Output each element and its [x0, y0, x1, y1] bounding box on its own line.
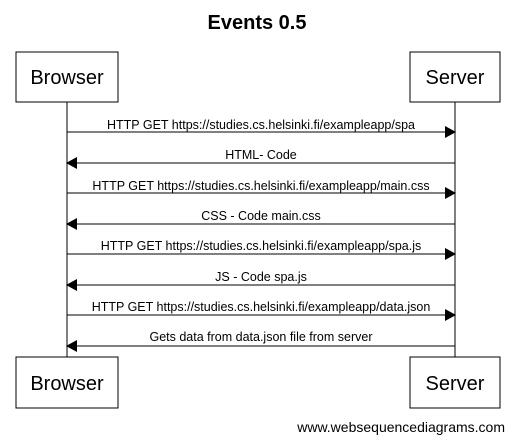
message-label: HTTP GET https://studies.cs.helsinki.fi/…	[92, 300, 431, 314]
message-label: Gets data from data.json file from serve…	[149, 330, 372, 344]
footer-watermark: www.websequencediagrams.com	[296, 419, 505, 435]
message-2: HTML- Code	[66, 148, 455, 169]
message-8: Gets data from data.json file from serve…	[66, 330, 455, 352]
message-1: HTTP GET https://studies.cs.helsinki.fi/…	[67, 118, 456, 138]
message-label: HTTP GET https://studies.cs.helsinki.fi/…	[107, 118, 415, 132]
message-label: HTML- Code	[225, 148, 297, 162]
participant-server-bottom: Server	[409, 356, 501, 409]
message-label: JS - Code spa.js	[215, 270, 307, 284]
participant-label-browser: Browser	[30, 67, 104, 89]
message-7: HTTP GET https://studies.cs.helsinki.fi/…	[67, 300, 456, 321]
participant-browser-bottom: Browser	[15, 356, 119, 409]
participant-server-top: Server	[409, 51, 501, 103]
participant-label-browser: Browser	[30, 373, 104, 395]
participant-box	[15, 51, 119, 103]
participant-label-server: Server	[426, 67, 485, 89]
message-label: CSS - Code main.css	[201, 209, 320, 223]
message-5: HTTP GET https://studies.cs.helsinki.fi/…	[67, 239, 456, 260]
participant-box	[15, 356, 119, 409]
participant-browser-top: Browser	[15, 51, 119, 103]
message-label: HTTP GET https://studies.cs.helsinki.fi/…	[92, 179, 429, 193]
message-4: CSS - Code main.css	[66, 209, 455, 230]
participant-label-server: Server	[426, 373, 485, 395]
message-label: HTTP GET https://studies.cs.helsinki.fi/…	[101, 239, 422, 253]
participant-box	[409, 51, 501, 103]
diagram-title: Events 0.5	[208, 12, 307, 34]
message-3: HTTP GET https://studies.cs.helsinki.fi/…	[67, 179, 456, 199]
message-6: JS - Code spa.js	[66, 270, 455, 291]
participant-box	[409, 356, 501, 409]
